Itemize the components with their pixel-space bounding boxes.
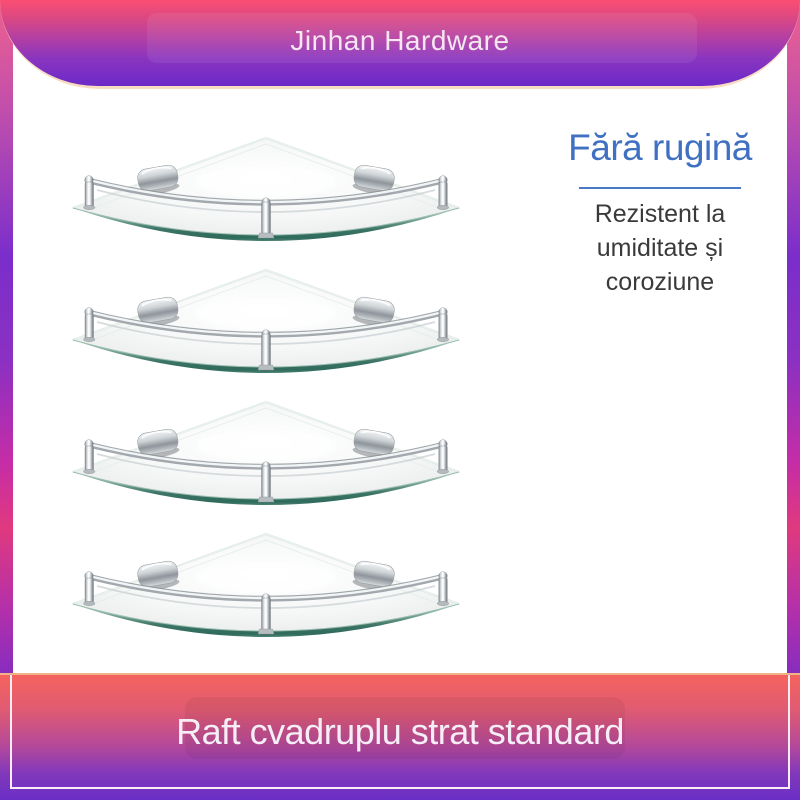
frame-left-strip	[0, 0, 13, 800]
corner-glass-shelf-image-3	[60, 394, 472, 519]
hero-text-block: Fără rugină Rezistent la umiditate și co…	[520, 126, 800, 299]
brand-name: Jinhan Hardware	[290, 25, 510, 56]
top-banner-highlight-box	[147, 13, 697, 63]
headline: Fără rugină	[568, 127, 752, 168]
corner-glass-shelf-image-2	[60, 262, 472, 387]
top-banner	[0, 0, 800, 86]
bottom-banner: Raft cvadruplu strat standard	[0, 673, 800, 800]
headline-divider	[579, 187, 741, 190]
bottom-banner-inner-border	[10, 675, 790, 789]
subtext-line-1: Rezistent la	[594, 200, 726, 229]
corner-glass-shelf-image-1	[60, 130, 472, 255]
subtext-line-2: umiditate și	[596, 234, 724, 263]
subtext: Rezistent la umiditate și coroziune	[520, 197, 800, 299]
frame-right-strip	[787, 0, 800, 800]
subtext-line-3: coroziune	[605, 268, 715, 297]
corner-glass-shelf-image-4	[60, 526, 472, 651]
product-caption: Raft cvadruplu strat standard	[176, 711, 624, 752]
bottom-banner-shade-box	[185, 697, 625, 759]
